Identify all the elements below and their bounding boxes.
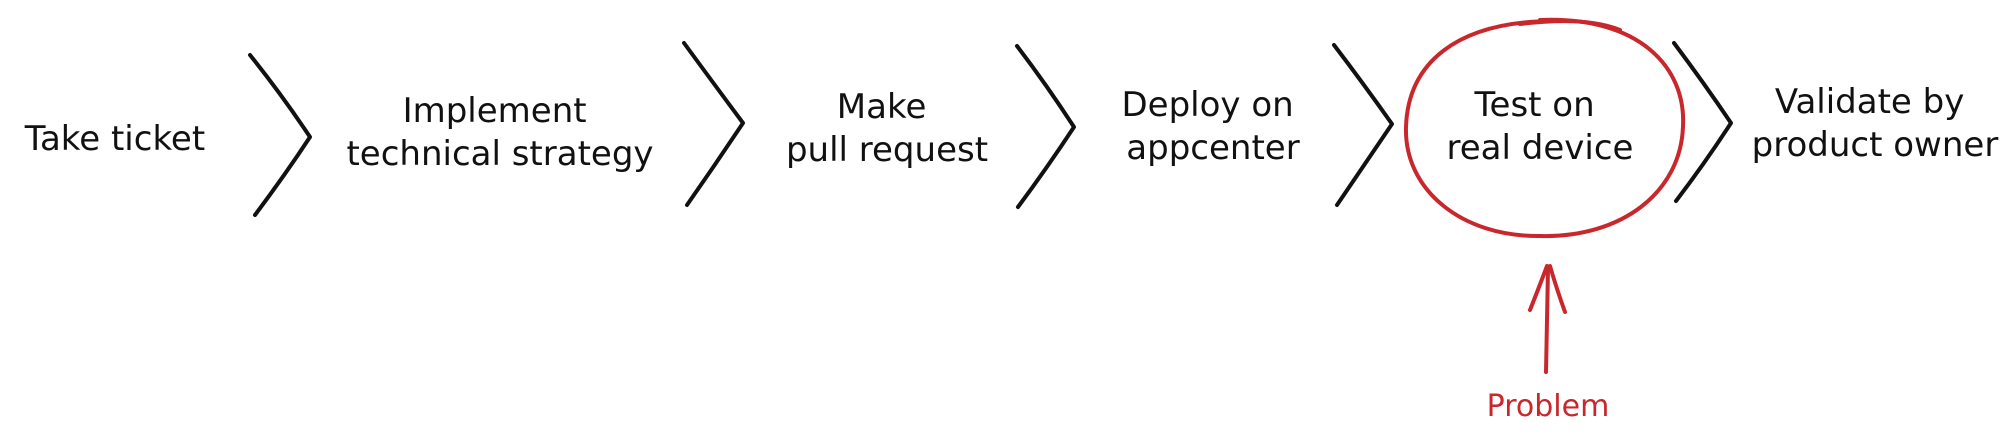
step-label: Implement technical strategy: [346, 91, 653, 174]
step-label: Make pull request: [786, 87, 988, 170]
step-label-line: technical strategy: [346, 134, 653, 174]
step-label-line: Validate by: [1775, 82, 1965, 122]
problem-highlight-circle: [1403, 17, 1686, 239]
step-label: Take ticket: [24, 119, 205, 159]
step-label-line: Implement: [403, 91, 587, 131]
chevron-right-icon: [1332, 43, 1394, 207]
step-label: Test on real device: [1447, 85, 1634, 168]
step-label: Deploy on appcenter: [1121, 85, 1304, 168]
step-label-line: Test on: [1474, 85, 1595, 125]
highlight-circle-overlap: [1518, 19, 1622, 32]
step-deploy-on-appcenter: Deploy on appcenter: [1121, 85, 1304, 168]
step-label-line: real device: [1447, 128, 1634, 168]
chevron-right-icon: [248, 53, 312, 217]
step-label-line: product owner: [1752, 125, 1999, 165]
step-test-on-real-device: Test on real device: [1447, 85, 1634, 168]
highlight-circle-stroke: [1403, 17, 1686, 239]
step-label-line: pull request: [786, 130, 988, 170]
step-implement-technical-strategy: Implement technical strategy: [346, 91, 653, 174]
step-label-line: Take ticket: [24, 119, 205, 159]
step-validate-by-product-owner: Validate by product owner: [1752, 82, 1999, 165]
step-label-line: appcenter: [1126, 128, 1299, 168]
chevron-right-icon: [682, 41, 745, 207]
arrow-head-left: [1528, 264, 1549, 312]
arrow-up-icon: [1544, 266, 1550, 374]
chevron-right-icon: [1672, 41, 1733, 203]
chevron-right-icon: [1015, 44, 1076, 209]
problem-callout-label: Problem: [1487, 389, 1610, 424]
step-label-line: Deploy on: [1121, 85, 1293, 125]
step-make-pull-request: Make pull request: [786, 87, 988, 170]
problem-arrow: [1528, 264, 1567, 374]
arrow-head-right: [1548, 264, 1567, 314]
step-take-ticket: Take ticket: [24, 119, 205, 159]
step-label-line: Make: [837, 87, 927, 127]
step-label: Validate by product owner: [1752, 82, 1999, 165]
